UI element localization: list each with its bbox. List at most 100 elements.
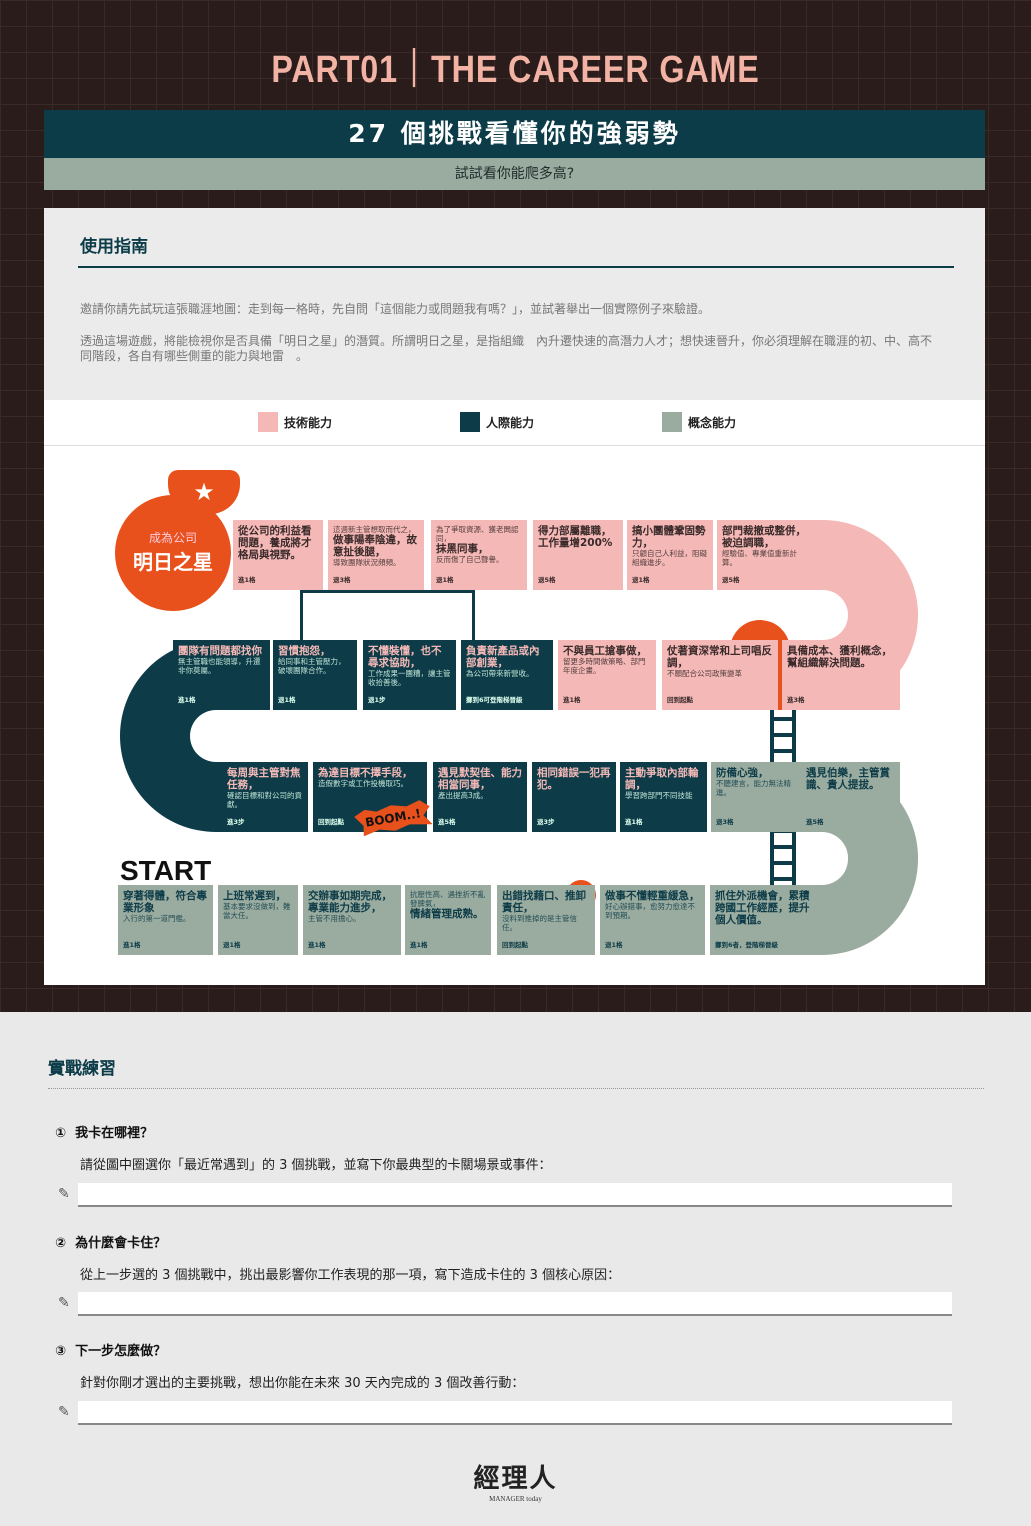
legend-label: 人際能力 — [486, 415, 535, 430]
tile-title: 習慣抱怨， — [278, 645, 331, 657]
tile-move: 進3格 — [787, 696, 805, 704]
tile-desc: 留更多時間做策略、部門年度企畫。 — [563, 657, 646, 675]
question-title: ② 為什麼會卡住？ — [55, 1236, 167, 1251]
board-tile: 從公司的利益看問題，養成將才格局與視野。進1格 — [233, 520, 323, 590]
tile-title: 抓住外派機會，累積跨國工作經歷，提升個人價值。 — [715, 890, 810, 926]
tile-desc: 好心辦錯事，愈努力愈達不到預期。 — [605, 902, 695, 920]
board-tile: 習慣抱怨，給同事和主管壓力，破壞團隊合作。退1格 — [273, 640, 357, 710]
board-tile: 得力部屬離職，工作量增200%退5格 — [533, 520, 623, 590]
tile-pre: 抗壓性高、遇挫折不亂發脾氣， — [410, 890, 485, 908]
board-tile: 出錯找藉口、推卸責任，沒料到推掉的是主管信任。回到起點 — [497, 885, 595, 955]
tile-title: 為達目標不擇手段， — [318, 767, 413, 779]
board-tile: 不與員工搶事做，留更多時間做策略、部門年度企畫。進1格 — [558, 640, 656, 710]
legend-item: 概念能力 — [662, 412, 736, 432]
game-board-section: PART01｜THE CAREER GAME 27 個挑戰看懂你的強弱勢 試試看… — [0, 0, 1031, 1012]
board-tile: 搞小團體鞏固勢力，只顧自己人利益，阻礙組織進步。退1格 — [627, 520, 713, 590]
goal-circle: 成為公司 明日之星 — [115, 495, 231, 611]
tile-move: 進1格 — [410, 941, 428, 949]
tile-title: 上班常遲到， — [223, 890, 286, 902]
board-tile: 主動爭取內部輪調，學習跨部門不同技能進1格 — [620, 762, 707, 832]
legend-label: 概念能力 — [688, 415, 737, 430]
legend-item: 技術能力 — [258, 412, 332, 432]
tile-desc: 沒料到推掉的是主管信任。 — [502, 914, 577, 932]
question-title: ③ 下一步怎麼做？ — [55, 1344, 167, 1359]
page-title: PART01｜THE CAREER GAME — [271, 49, 760, 91]
tile-desc: 基本要求沒做到，難當大任。 — [223, 902, 291, 920]
tile-move: 退1格 — [223, 941, 241, 949]
answer-input-2[interactable] — [78, 1292, 952, 1316]
tile-title: 做事不懂輕重緩急， — [605, 890, 700, 902]
practice-heading: 實戰練習 — [48, 1059, 116, 1079]
board-tile: 相同錯誤一犯再犯。退3步 — [532, 762, 616, 832]
tile-move: 擲到6可登階梯晉級 — [466, 696, 523, 704]
goal-label: 成為公司 — [148, 531, 197, 545]
answer-input-3[interactable] — [78, 1401, 952, 1425]
tile-title: 穿著得體，符合專業形象 — [123, 890, 207, 914]
tile-move: 進5格 — [806, 818, 824, 826]
board-tile: 防備心強，不聽建言，能力無法精進。退3格 — [711, 762, 797, 832]
tile-move: 進1格 — [625, 818, 643, 826]
tile-desc: 主管不用擔心。 — [308, 914, 361, 923]
tile-desc: 經驗值、專業值重新計算。 — [722, 549, 797, 567]
guide-paragraph: 透過這場遊戲，將能檢視你是否具備「明日之星」的潛質。所謂明日之星，是指組織 內升… — [80, 334, 933, 363]
tile-move: 回到起點 — [318, 818, 344, 826]
board-tile: 交辦事如期完成，專業能力進步，主管不用擔心。進1格 — [303, 885, 401, 955]
tile-title: 情緒管理成熟。 — [410, 908, 484, 920]
tile-title: 做事陽奉陰違，故意扯後腿， — [333, 534, 417, 558]
pen-icon: ✎ — [58, 1404, 70, 1420]
tile-desc: 無主管職也能領導，升遷非你莫屬。 — [178, 657, 261, 675]
tile-title: 搞小團體鞏固勢力， — [632, 525, 706, 549]
tile-title: 遇見伯樂，主管賞識、貴人提拔。 — [806, 767, 890, 791]
tile-move: 退3格 — [333, 576, 351, 584]
start-label: START — [120, 855, 212, 886]
tile-move: 退1格 — [605, 941, 623, 949]
board-tile: 遇見伯樂，主管賞識、貴人提拔。進5格 — [801, 762, 900, 832]
tile-desc: 只顧自己人利益，阻礙組織進步。 — [632, 549, 707, 567]
board-tile: 為了爭取資源、獲老闆認同，抹黑同事，反而傷了自己聲譽。退1格 — [431, 520, 527, 590]
tile-desc: 工作成果一團糟，讓主管收拾善後。 — [368, 669, 451, 687]
practice-section: 實戰練習 ① 我卡在哪裡？ 請從圖中圈選你「最近常遇到」的 3 個挑戰，並寫下你… — [0, 1012, 1031, 1526]
legend-label: 技術能力 — [284, 415, 333, 430]
tile-pre: 這週新主管想取而代之， — [333, 525, 416, 534]
answer-input-1[interactable] — [78, 1183, 952, 1207]
board-tile: 團隊有問題都找你無主管職也能領導，升遷非你莫屬。進1格 — [173, 640, 268, 710]
tile-move: 回到起點 — [667, 696, 693, 704]
tile-title: 交辦事如期完成，專業能力進步， — [308, 890, 392, 914]
tile-desc: 為公司帶來新營收。 — [466, 669, 534, 678]
board-tile: 部門裁撤或整併，被迫調職，經驗值、專業值重新計算。退5格 — [717, 520, 815, 590]
tile-desc: 入行的第一道門檻。 — [123, 914, 191, 923]
tile-move: 進3步 — [227, 818, 245, 826]
tile-desc: 造假數字或工作投機取巧。 — [318, 779, 408, 788]
question-desc: 請從圖中圈選你「最近常遇到」的 3 個挑戰，並寫下你最典型的卡關場景或事件： — [80, 1158, 552, 1173]
board-tile: 負責新產品或內部創業，為公司帶來新營收。擲到6可登階梯晉級 — [461, 640, 553, 710]
tile-title: 仗著資深常和上司唱反調， — [667, 645, 772, 669]
board-tile: 上班常遲到，基本要求沒做到，難當大任。退1格 — [218, 885, 298, 955]
tile-title: 相同錯誤一犯再犯。 — [537, 767, 611, 791]
banner-title: 27 個挑戰看懂你的強弱勢 — [44, 110, 985, 158]
ladder-icon — [300, 590, 475, 640]
tile-desc: 反而傷了自己聲譽。 — [436, 555, 504, 564]
banner-subtitle: 試試看你能爬多高? — [44, 158, 985, 190]
divider — [78, 266, 954, 268]
question-desc: 針對你剛才選出的主要挑戰，想出你能在未來 30 天內完成的 3 個改善行動： — [80, 1376, 525, 1391]
tile-desc: 給同事和主管壓力，破壞團隊合作。 — [278, 657, 346, 675]
guide-section: 使用指南 邀請你請先試玩這張職涯地圖：走到每一格時，先自問「這個能力或問題我有嗎… — [44, 208, 985, 400]
board-tile: 每周與主管對焦任務，確認目標和對公司的貢獻。進3步 — [222, 762, 308, 832]
pen-icon: ✎ — [58, 1186, 70, 1202]
legend-swatch — [460, 412, 480, 432]
tile-title: 不與員工搶事做， — [563, 645, 647, 657]
guide-heading: 使用指南 — [80, 237, 148, 257]
tile-move: 進1格 — [308, 941, 326, 949]
board-tile: 不懂裝懂，也不尋求協助，工作成果一團糟，讓主管收拾善後。退1步 — [363, 640, 456, 710]
tile-title: 從公司的利益看問題，養成將才格局與視野。 — [238, 525, 312, 561]
tile-title: 具備成本、獲利概念，幫組織解決問題。 — [787, 645, 892, 669]
pen-icon: ✎ — [58, 1295, 70, 1311]
legend-item: 人際能力 — [460, 412, 534, 432]
tile-title: 抹黑同事， — [436, 543, 489, 555]
board-tile: 穿著得體，符合專業形象入行的第一道門檻。進1格 — [118, 885, 213, 955]
tile-title: 團隊有問題都找你 — [178, 645, 262, 657]
tile-move: 退1格 — [632, 576, 650, 584]
legend-swatch — [662, 412, 682, 432]
tile-move: 進1格 — [123, 941, 141, 949]
tile-move: 進5格 — [438, 818, 456, 826]
